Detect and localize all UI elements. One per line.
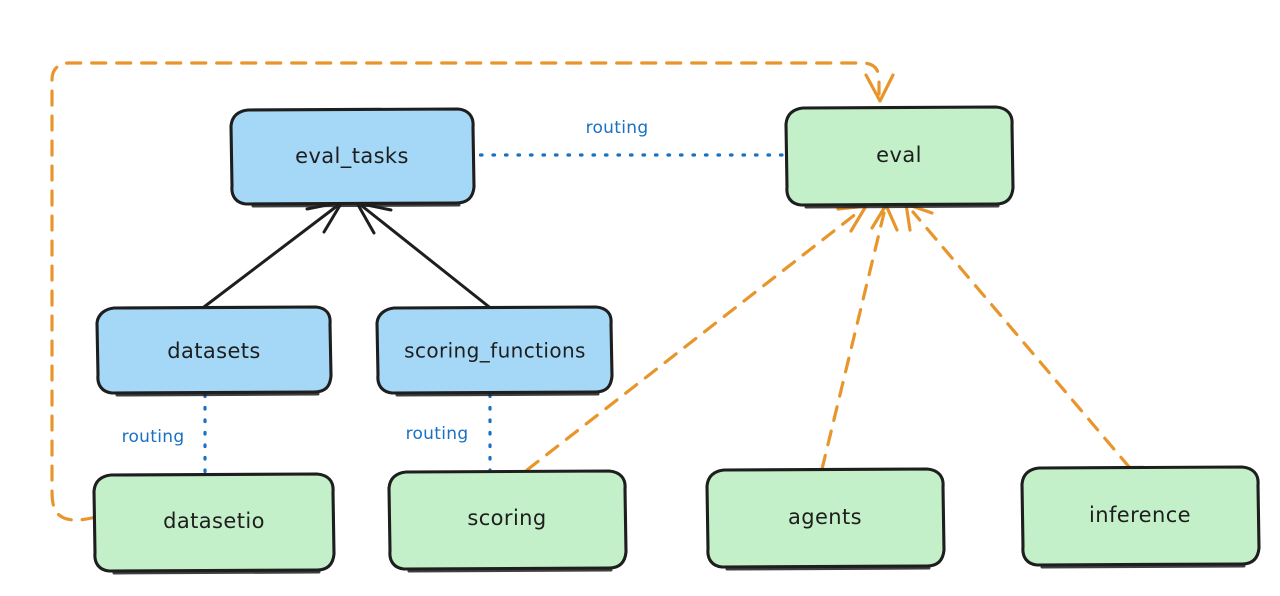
node-datasets[interactable]: datasets xyxy=(95,305,333,397)
node-scoring[interactable]: scoring xyxy=(387,469,628,573)
node-label-scoring: scoring xyxy=(467,506,546,530)
node-label-eval-tasks: eval_tasks xyxy=(295,144,409,169)
node-datasetio[interactable]: datasetio xyxy=(92,472,336,575)
node-eval[interactable]: eval xyxy=(784,105,1015,209)
node-agents[interactable]: agents xyxy=(705,467,946,571)
node-label-inference: inference xyxy=(1089,503,1191,527)
edge-label-routing-middle: routing xyxy=(406,424,469,444)
edge-datasetio-eval xyxy=(50,61,895,522)
node-label-scoring-functions: scoring_functions xyxy=(404,339,586,363)
node-eval-tasks[interactable]: eval_tasks xyxy=(229,107,476,208)
node-inference[interactable]: inference xyxy=(1020,465,1261,569)
node-label-eval: eval xyxy=(876,143,922,167)
node-label-agents: agents xyxy=(788,505,862,529)
edge-label-routing-top: routing xyxy=(586,118,649,138)
node-label-datasets: datasets xyxy=(167,339,261,363)
edge-label-routing-left: routing xyxy=(122,427,185,447)
node-scoring-functions[interactable]: scoring_functions xyxy=(375,305,614,397)
node-label-datasetio: datasetio xyxy=(163,509,265,533)
